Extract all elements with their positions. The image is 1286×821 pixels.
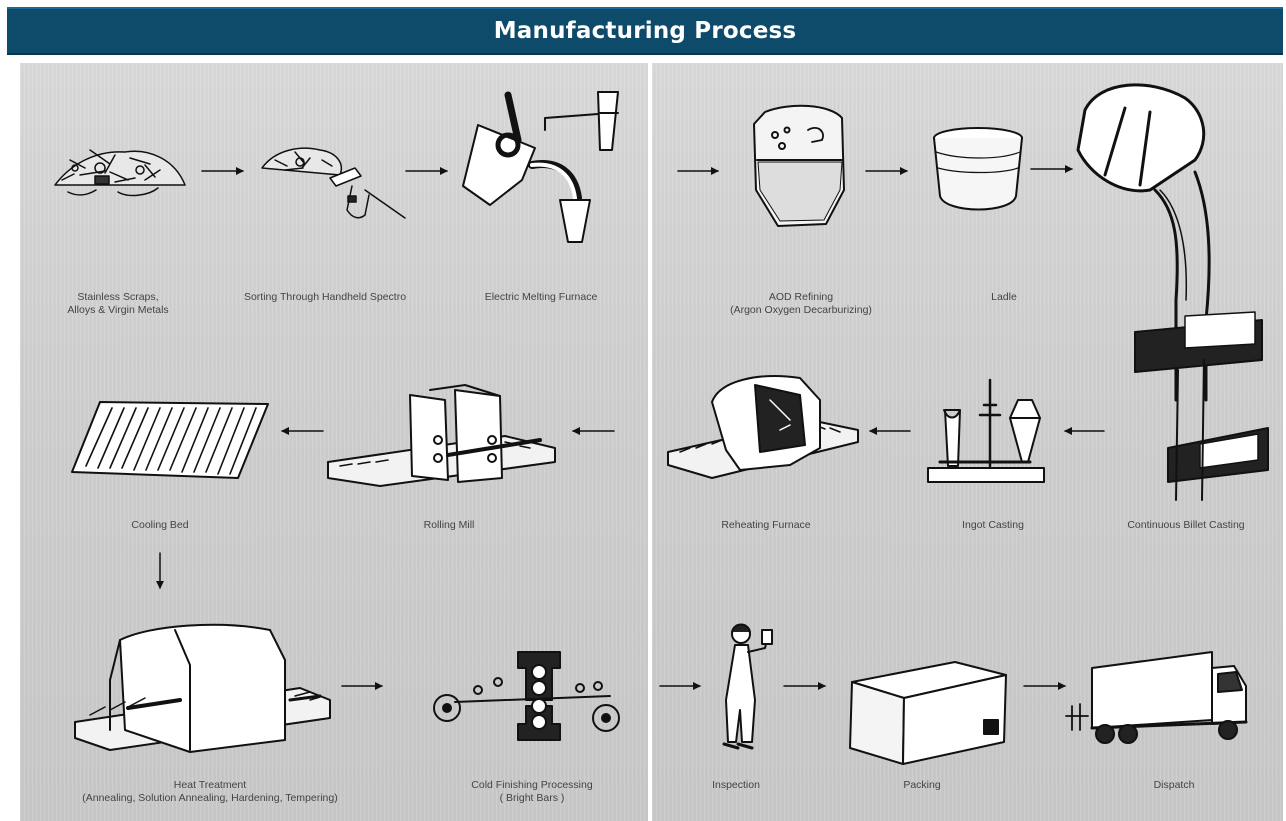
page-title-bar: Manufacturing Process bbox=[7, 7, 1283, 55]
cooling-bed-icon bbox=[71, 401, 269, 479]
step-label-cold: Cold Finishing Processing ( Bright Bars … bbox=[471, 779, 593, 804]
step-label-inspection: Inspection bbox=[712, 779, 760, 791]
reheating-furnace-icon bbox=[667, 375, 859, 479]
step-label-reheat: Reheating Furnace bbox=[721, 519, 811, 531]
spectro-gun-icon bbox=[261, 147, 406, 219]
ladle-icon bbox=[933, 127, 1023, 211]
step-label-scraps: Stainless Scraps, Alloys & Virgin Metals bbox=[67, 291, 169, 316]
step-label-ingot: Ingot Casting bbox=[962, 519, 1024, 531]
truck-icon bbox=[1065, 651, 1248, 744]
billet-caster-icon bbox=[1076, 83, 1269, 501]
step-label-dispatch: Dispatch bbox=[1153, 779, 1195, 791]
step-label-sorting: Sorting Through Handheld Spectro bbox=[243, 291, 407, 303]
scrap-pile-icon bbox=[54, 149, 186, 197]
heat-treatment-icon bbox=[74, 623, 331, 753]
page-title: Manufacturing Process bbox=[493, 18, 797, 44]
step-label-cbc: Continuous Billet Casting bbox=[1127, 519, 1245, 531]
furnace-icon bbox=[462, 91, 619, 243]
step-label-heat: Heat Treatment (Annealing, Solution Anne… bbox=[82, 779, 338, 804]
cold-finishing-icon bbox=[433, 651, 620, 741]
flow-arrows bbox=[156, 165, 1105, 690]
step-label-rolling: Rolling Mill bbox=[423, 519, 475, 531]
inspector-icon bbox=[722, 623, 773, 750]
ingot-mould-icon bbox=[927, 378, 1045, 483]
rolling-mill-icon bbox=[327, 384, 556, 487]
box-icon bbox=[849, 661, 1007, 765]
step-label-packing: Packing bbox=[903, 779, 941, 791]
step-label-emf: Electric Melting Furnace bbox=[484, 291, 598, 303]
converter-icon bbox=[753, 104, 845, 227]
step-label-ladle: Ladle bbox=[991, 291, 1017, 303]
step-label-aod: AOD Refining (Argon Oxygen Decarburizing… bbox=[730, 291, 872, 316]
step-label-cooling: Cooling Bed bbox=[131, 519, 189, 531]
